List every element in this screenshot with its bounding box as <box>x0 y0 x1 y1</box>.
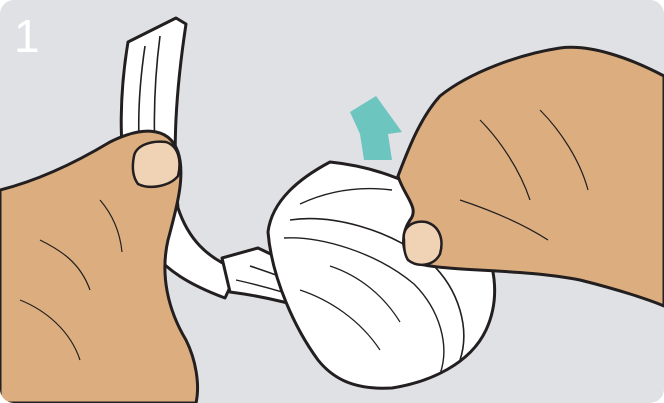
right-hand <box>398 47 664 306</box>
remove-arrow-icon <box>350 96 402 160</box>
step-number: 1 <box>14 8 40 64</box>
